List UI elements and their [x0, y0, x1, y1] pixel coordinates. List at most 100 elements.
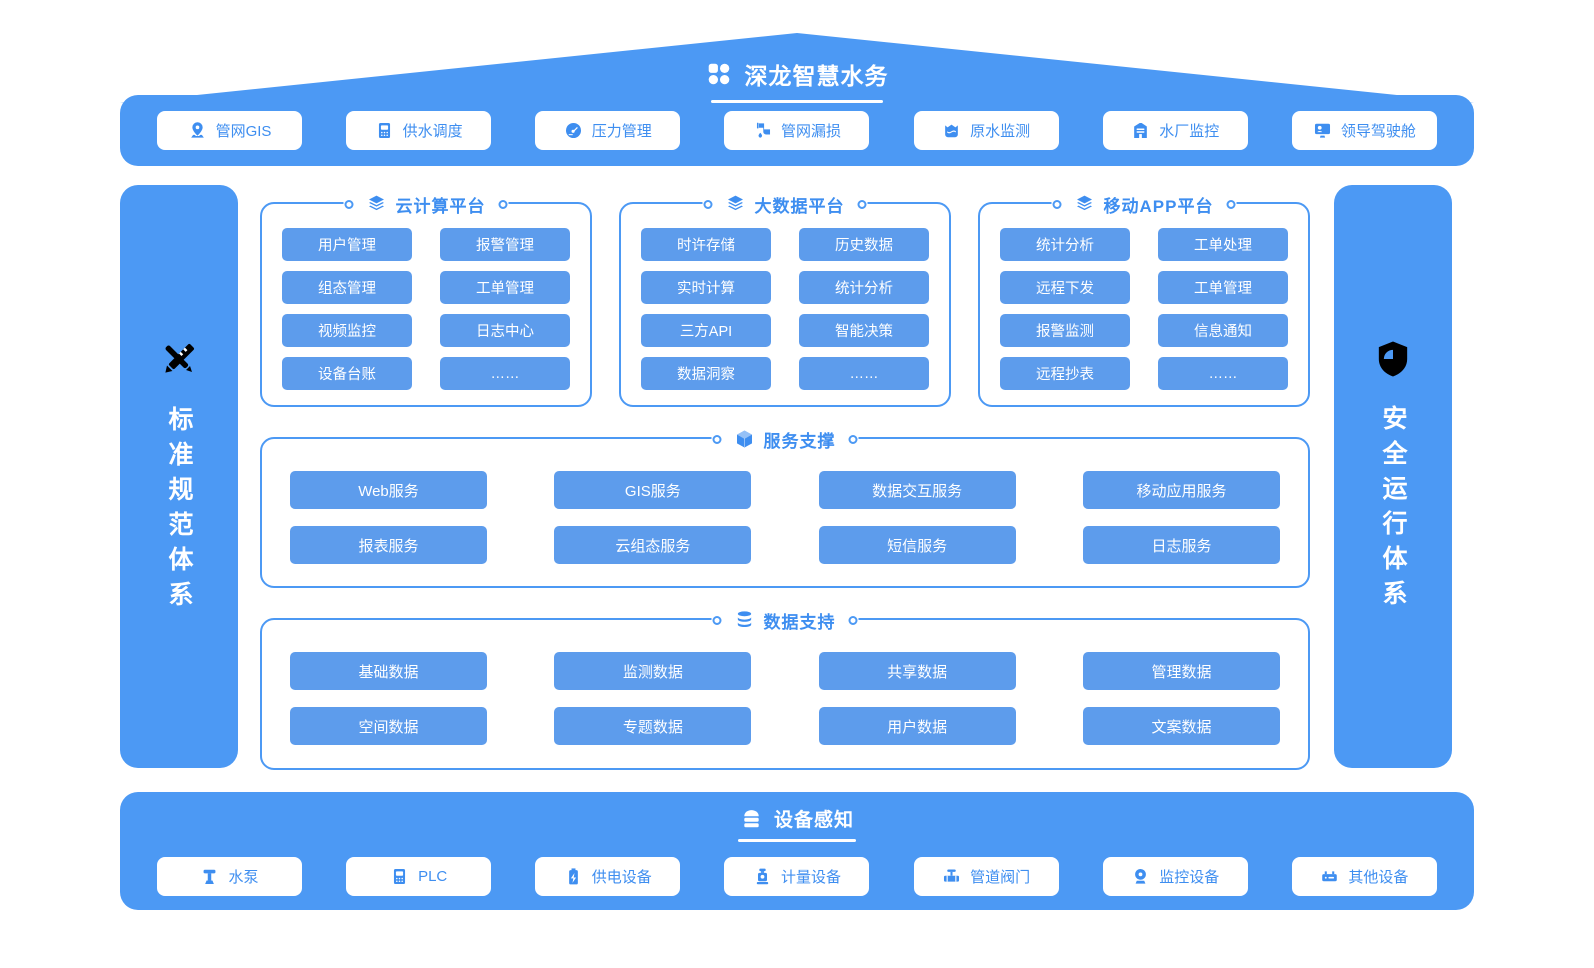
- service-button[interactable]: 数据交互服务: [818, 471, 1016, 509]
- section-header: 服务支撑: [711, 426, 859, 452]
- platform-item-button[interactable]: 信息通知: [1158, 314, 1288, 347]
- device-button[interactable]: 水泵: [157, 857, 302, 896]
- platform-grid: 用户管理报警管理组态管理工单管理视频监控日志中心设备台账 ……: [282, 228, 570, 390]
- top-nav-button[interactable]: 原水监测: [913, 111, 1059, 150]
- platform-item-button[interactable]: 视频监控: [282, 314, 412, 347]
- line-dot: [848, 434, 858, 444]
- service-button[interactable]: 短信服务: [818, 526, 1016, 564]
- platform-item-button[interactable]: 设备台账: [282, 357, 412, 390]
- layers-icon: [367, 194, 387, 214]
- device-button-label: 供电设备: [591, 869, 652, 886]
- line-dot: [712, 434, 722, 444]
- map-pin-icon: [188, 121, 207, 140]
- device-button[interactable]: 其他设备: [1291, 857, 1437, 896]
- right-sidebar-label: 安全运行体系: [1379, 404, 1407, 615]
- platform-item-button[interactable]: 智能决策: [799, 314, 929, 347]
- data-button[interactable]: 共享数据: [818, 652, 1016, 690]
- data-button[interactable]: 空间数据: [290, 707, 487, 745]
- service-button[interactable]: 日志服务: [1082, 526, 1280, 564]
- section-header: 数据支持: [711, 607, 859, 633]
- platform-item-button[interactable]: 用户管理: [282, 228, 412, 261]
- line-dot: [1052, 199, 1062, 209]
- platform-item-button[interactable]: 远程抄表: [1000, 357, 1130, 390]
- data-button[interactable]: 基础数据: [290, 652, 487, 690]
- service-button[interactable]: 移动应用服务: [1082, 471, 1280, 509]
- line-dot: [1226, 199, 1236, 209]
- section-header: 云计算平台: [343, 191, 509, 217]
- platform-item-button[interactable]: 报警监测: [1000, 314, 1130, 347]
- top-nav-buttons: 管网GIS 供水调度 压力管理 管网漏损 原水监测 水厂监控 领导驾驶舱: [157, 95, 1437, 166]
- device-button[interactable]: 供电设备: [535, 857, 681, 896]
- platform-item-button[interactable]: ……: [440, 357, 570, 390]
- top-nav-button-label: 原水监测: [970, 123, 1031, 140]
- platform-grid: 时许存储历史数据实时计算统计分析三方API 智能决策数据洞察 ……: [641, 228, 929, 390]
- platform-item-button[interactable]: 统计分析: [799, 271, 929, 304]
- gauge-icon: [564, 121, 583, 140]
- platform-item-button[interactable]: 日志中心: [440, 314, 570, 347]
- line-dot: [703, 199, 713, 209]
- device-icon: [1320, 867, 1339, 886]
- platform-item-button[interactable]: 时许存储: [641, 228, 771, 261]
- device-button-label: PLC: [418, 868, 448, 885]
- top-nav-button[interactable]: 压力管理: [535, 111, 681, 150]
- platform-item-button[interactable]: 工单管理: [440, 271, 570, 304]
- platform-item-button[interactable]: 统计分析: [1000, 228, 1130, 261]
- device-button[interactable]: 监控设备: [1102, 857, 1248, 896]
- service-button[interactable]: GIS服务: [554, 471, 752, 509]
- platform-item-button[interactable]: 历史数据: [799, 228, 929, 261]
- top-nav-button-label: 水厂监控: [1159, 123, 1220, 140]
- right-sidebar: 安全运行体系: [1334, 185, 1452, 768]
- service-button[interactable]: 报表服务: [290, 526, 487, 564]
- line-dot: [712, 615, 722, 625]
- plc-icon: [390, 867, 409, 886]
- top-nav-button[interactable]: 管网GIS: [157, 111, 302, 150]
- data-button[interactable]: 监测数据: [554, 652, 752, 690]
- top-nav-button[interactable]: 水厂监控: [1102, 111, 1248, 150]
- platform-item-button[interactable]: 数据洞察: [641, 357, 771, 390]
- platform-item-button[interactable]: ……: [1158, 357, 1288, 390]
- data-button[interactable]: 用户数据: [818, 707, 1016, 745]
- camera-icon: [1131, 867, 1150, 886]
- clover-icon: [706, 61, 732, 87]
- line-dot: [344, 199, 354, 209]
- top-nav-button[interactable]: 供水调度: [346, 111, 492, 150]
- ruler-pencil-icon: [158, 338, 200, 380]
- platform-item-button[interactable]: 工单处理: [1158, 228, 1288, 261]
- service-support-section: 服务支撑 Web服务 GIS服务 数据交互服务 移动应用服务报表服务 云组态服务 短信服务 日…: [260, 426, 1310, 588]
- device-button[interactable]: 计量设备: [724, 857, 870, 896]
- line-dot: [848, 615, 858, 625]
- service-button[interactable]: 云组态服务: [554, 526, 752, 564]
- platform-box: 云计算平台用户管理报警管理组态管理工单管理视频监控日志中心设备台账 ……: [260, 191, 592, 407]
- cube-icon: [735, 429, 755, 449]
- platform-box: 移动APP平台统计分析工单处理远程下发工单管理报警监测信息通知远程抄表……: [978, 191, 1310, 407]
- platform-grid: 统计分析工单处理远程下发工单管理报警监测信息通知远程抄表 ……: [1000, 228, 1288, 390]
- platform-item-button[interactable]: 工单管理: [1158, 271, 1288, 304]
- data-button[interactable]: 管理数据: [1082, 652, 1280, 690]
- platform-item-button[interactable]: ……: [799, 357, 929, 390]
- device-button[interactable]: 管道阀门: [913, 857, 1059, 896]
- top-nav-button-label: 压力管理: [591, 123, 652, 140]
- device-button[interactable]: PLC: [346, 857, 492, 896]
- service-button[interactable]: Web服务: [290, 471, 487, 509]
- database-icon: [735, 610, 755, 630]
- platform-item-button[interactable]: 远程下发: [1000, 271, 1130, 304]
- platform-item-button[interactable]: 组态管理: [282, 271, 412, 304]
- page-title: 深龙智慧水务: [744, 63, 889, 89]
- section-title: 服务支撑: [763, 431, 836, 451]
- section-grid: 基础数据 监测数据 共享数据 管理数据空间数据 专题数据 用户数据 文案数据: [290, 652, 1280, 745]
- data-button[interactable]: 专题数据: [554, 707, 752, 745]
- layers-icon: [726, 194, 746, 214]
- title-underline: [711, 100, 883, 103]
- platform-item-button[interactable]: 实时计算: [641, 271, 771, 304]
- layers-icon: [1075, 194, 1095, 214]
- device-perception-bar: 设备感知 水泵 PLC 供电设备 计量设备 管道阀门 监控设备 其他设备: [120, 792, 1474, 910]
- device-perception-header: 设备感知: [120, 805, 1474, 842]
- monitor-icon: [1313, 121, 1332, 140]
- server-icon: [740, 807, 763, 830]
- top-nav-button[interactable]: 管网漏损: [724, 111, 870, 150]
- platform-item-button[interactable]: 三方API: [641, 314, 771, 347]
- platform-item-button[interactable]: 报警管理: [440, 228, 570, 261]
- data-button[interactable]: 文案数据: [1082, 707, 1280, 745]
- left-sidebar-label: 标准规范体系: [165, 405, 193, 616]
- top-nav-button[interactable]: 领导驾驶舱: [1291, 111, 1437, 150]
